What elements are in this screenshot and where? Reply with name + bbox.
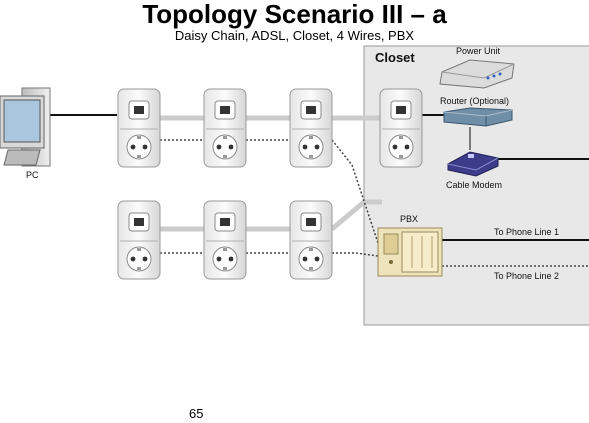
pbx-icon — [377, 227, 443, 277]
outlet-row2-1 — [117, 200, 161, 280]
power-unit-icon — [439, 59, 515, 89]
pc-label: PC — [26, 170, 39, 180]
power-unit-label: Power Unit — [456, 46, 501, 56]
outlet-row1-3 — [289, 88, 333, 168]
outlet-row2-2 — [203, 200, 247, 280]
closet-label: Closet — [375, 50, 415, 65]
router-label: Router (Optional) — [440, 96, 509, 106]
outlet-row2-3 — [289, 200, 333, 280]
page-title: Topology Scenario III – a — [142, 0, 447, 29]
outlet-row1-1 — [117, 88, 161, 168]
dotted-phone-lines — [160, 139, 589, 267]
cable-modem-icon — [447, 151, 499, 177]
phone-line-2-label: To Phone Line 2 — [494, 271, 559, 281]
page-number: 65 — [189, 406, 204, 421]
outlet-closet — [379, 88, 423, 168]
cable-modem-label: Cable Modem — [446, 180, 502, 190]
page-subtitle: Daisy Chain, ADSL, Closet, 4 Wires, PBX — [174, 28, 415, 43]
router-icon — [443, 107, 513, 127]
phone-line-1-label: To Phone Line 1 — [494, 227, 559, 237]
pbx-label: PBX — [400, 214, 418, 224]
gray-cables — [160, 115, 382, 232]
pc-icon — [0, 87, 51, 167]
outlet-row1-2 — [203, 88, 247, 168]
